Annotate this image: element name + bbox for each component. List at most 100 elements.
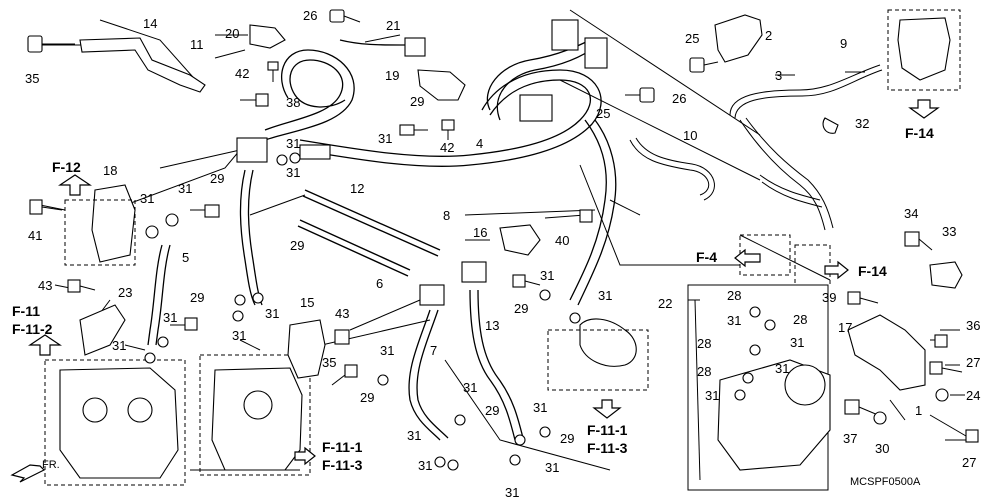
callout-12: 12	[350, 181, 364, 196]
bracket-23	[79, 304, 126, 356]
bolt-40	[544, 209, 593, 223]
bolt-31-mid	[399, 124, 428, 136]
hose-7b	[416, 309, 449, 439]
callout-35-mid: 35	[322, 355, 336, 370]
callout-39: 39	[822, 290, 836, 305]
arrow-left-f4	[734, 248, 761, 268]
callouts: 14 35 11 20 42 26 21 19 38 29 31 42 4 31…	[25, 8, 980, 500]
hose-10b	[635, 137, 715, 201]
hose-5	[147, 244, 163, 346]
callout-17: 17	[838, 320, 852, 335]
callout-22: 22	[658, 296, 672, 311]
screw-42	[267, 61, 279, 82]
callout-31-q: 31	[545, 460, 559, 475]
pipe-3d	[745, 117, 834, 229]
bolt-29-left	[190, 204, 220, 218]
arrow-down-f11-1-right	[592, 399, 622, 419]
fitting-mid	[519, 94, 553, 122]
union-7	[419, 284, 445, 306]
callout-31-top: 31	[378, 131, 392, 146]
ref-f11: F-11	[12, 303, 40, 319]
bolt-38	[240, 93, 269, 107]
callout-7: 7	[430, 343, 437, 358]
ref-f11-1-left: F-11-1	[322, 439, 363, 455]
callout-31-b: 31	[286, 165, 300, 180]
bolt-29-mid	[512, 274, 541, 288]
clamp-13-box	[547, 329, 649, 391]
bolt-37	[844, 399, 879, 416]
bolt-43-mid	[334, 329, 350, 345]
callout-31-r: 31	[727, 313, 741, 328]
callout-31-c: 31	[140, 191, 154, 206]
hose-4	[299, 79, 592, 157]
callout-43-mid: 43	[335, 306, 349, 321]
bracket-15	[287, 319, 326, 379]
callout-8: 8	[443, 208, 450, 223]
callout-2: 2	[765, 28, 772, 43]
washers-group	[144, 152, 776, 471]
callout-29-d: 29	[360, 390, 374, 405]
callout-29-c: 29	[190, 290, 204, 305]
washer-30	[873, 411, 887, 425]
pipe-bundle	[759, 174, 823, 208]
callout-33: 33	[942, 224, 956, 239]
hose-21	[339, 39, 415, 46]
hose-7	[408, 309, 441, 441]
caliper-center-piston	[243, 390, 273, 420]
callout-31-l: 31	[463, 380, 477, 395]
ref-f11-3-right: F-11-3	[587, 440, 628, 456]
hose-5b	[155, 244, 171, 346]
union-13	[461, 261, 487, 283]
callout-16: 16	[473, 225, 487, 240]
callout-1: 1	[915, 403, 922, 418]
callout-31-n: 31	[407, 428, 421, 443]
caliper-left-piston-2	[127, 397, 153, 423]
callout-11: 11	[190, 37, 204, 52]
union-block-left	[236, 137, 268, 163]
connector-box-f14	[794, 244, 831, 286]
clip-32	[822, 117, 839, 134]
callout-29-e: 29	[514, 301, 528, 316]
callout-29-a: 29	[210, 171, 224, 186]
callout-32: 32	[855, 116, 869, 131]
arrow-fr	[10, 464, 46, 483]
bolt-35-mid	[331, 364, 358, 386]
callout-31-a: 31	[286, 136, 300, 151]
joint-21	[404, 37, 426, 57]
callout-31-u: 31	[705, 388, 719, 403]
callout-30: 30	[875, 441, 889, 456]
bolt-24	[935, 388, 949, 402]
callout-31-i: 31	[380, 343, 394, 358]
callout-19: 19	[385, 68, 399, 83]
callout-31-g: 31	[112, 338, 126, 353]
callout-31-t: 31	[775, 361, 789, 376]
callout-3: 3	[775, 68, 782, 83]
connector-box-f4	[739, 234, 791, 276]
hose-down-right-2	[577, 119, 617, 306]
parts-group	[27, 9, 979, 491]
callout-15: 15	[300, 295, 314, 310]
diagram-code: MCSPF0500A	[850, 476, 921, 488]
ref-f11-1-right: F-11-1	[587, 422, 628, 438]
bracket-18-box	[64, 199, 136, 266]
ref-arrows	[10, 99, 940, 483]
ref-f11-3-left: F-11-3	[322, 457, 363, 473]
callout-42-top: 42	[235, 66, 249, 81]
hose-4-outer	[299, 69, 602, 167]
arrow-up-f11	[28, 334, 62, 356]
callout-18: 18	[103, 163, 117, 178]
callout-20: 20	[225, 26, 239, 41]
bolt-25-top	[689, 57, 719, 73]
callout-41: 41	[28, 228, 42, 243]
callout-21: 21	[386, 18, 400, 33]
callout-31-o: 31	[418, 458, 432, 473]
callout-38: 38	[286, 95, 300, 110]
clamp-13-right	[579, 318, 637, 367]
bolt-35	[27, 35, 75, 53]
bolt-29-lower	[170, 317, 198, 331]
fr-orientation-label: FR.	[42, 459, 60, 471]
callout-29-b: 29	[290, 238, 304, 253]
sensor-9	[897, 17, 951, 81]
hose-13	[469, 289, 516, 441]
